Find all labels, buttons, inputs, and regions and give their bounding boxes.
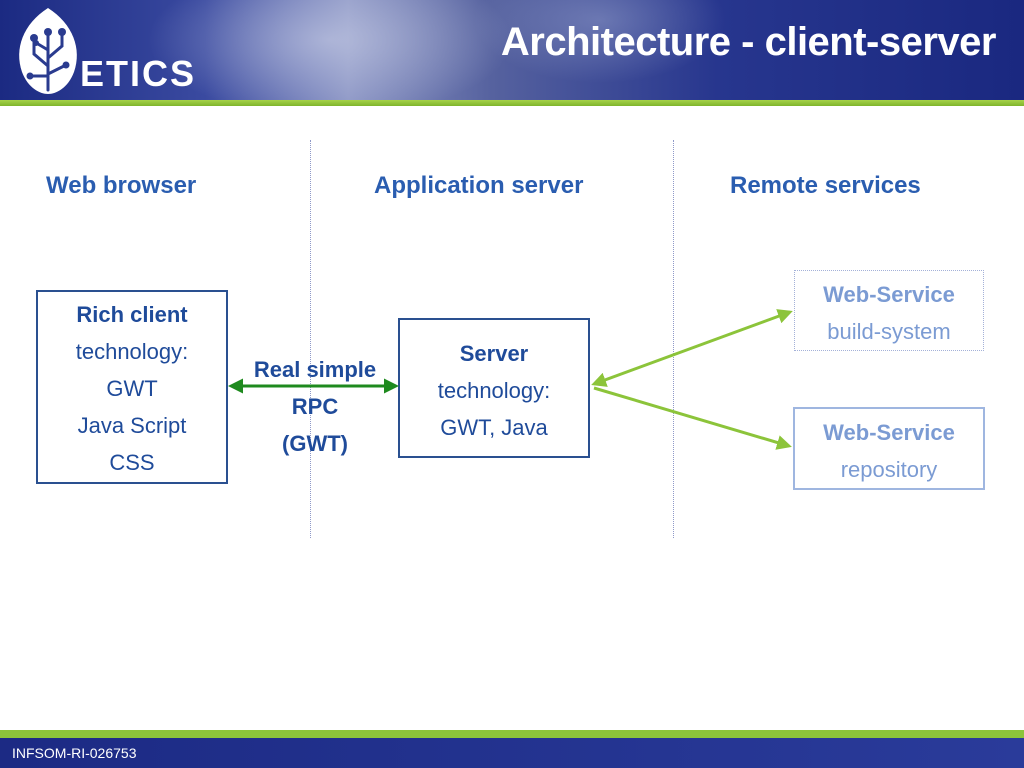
- header-banner: [0, 0, 1024, 100]
- column-heading-remote-services: Remote services: [730, 172, 921, 199]
- rpc-label: Real simple RPC (GWT): [236, 351, 394, 462]
- rich-client-line: technology:: [75, 339, 189, 364]
- column-heading-web-browser: Web browser: [46, 172, 197, 199]
- etics-logo: ETICS: [19, 8, 196, 94]
- column-divider-left: [310, 140, 311, 538]
- rpc-label-line: Real simple: [253, 357, 377, 382]
- rpc-label-line: (GWT): [282, 431, 348, 456]
- web-service-repo-title: Web-Service: [823, 420, 955, 445]
- arrow-to-repository: [593, 386, 792, 450]
- rich-client-title: Rich client: [76, 302, 188, 327]
- rich-client-box: Rich client technology: GWT Java Script …: [36, 290, 228, 484]
- footer-project-id: INFSOM-RI-026753: [12, 745, 137, 761]
- server-line: technology:: [437, 378, 551, 403]
- rich-client-line: GWT: [106, 376, 158, 401]
- rich-client-line: CSS: [109, 450, 155, 475]
- web-service-repository-box: Web-Service repository: [793, 407, 985, 490]
- column-heading-application-server: Application server: [374, 172, 584, 199]
- web-service-build-subtitle: build-system: [827, 319, 951, 344]
- page-title: Architecture - client-server: [500, 20, 997, 64]
- rpc-label-line: RPC: [291, 394, 339, 419]
- logo-wordmark: ETICS: [80, 53, 196, 94]
- web-service-build-title: Web-Service: [823, 282, 955, 307]
- column-divider-right: [673, 140, 674, 538]
- footer-bar: INFSOM-RI-026753: [0, 738, 1024, 768]
- server-title: Server: [459, 341, 529, 366]
- footer-accent-stripe: [0, 730, 1024, 738]
- rich-client-line: Java Script: [77, 413, 187, 438]
- header-accent-stripe: [0, 100, 1024, 106]
- server-line: GWT, Java: [440, 415, 548, 440]
- web-service-build-system-box: Web-Service build-system: [794, 270, 984, 351]
- web-service-repo-subtitle: repository: [840, 457, 938, 482]
- server-box: Server technology: GWT, Java: [398, 318, 590, 458]
- arrow-to-build-system: [591, 309, 793, 387]
